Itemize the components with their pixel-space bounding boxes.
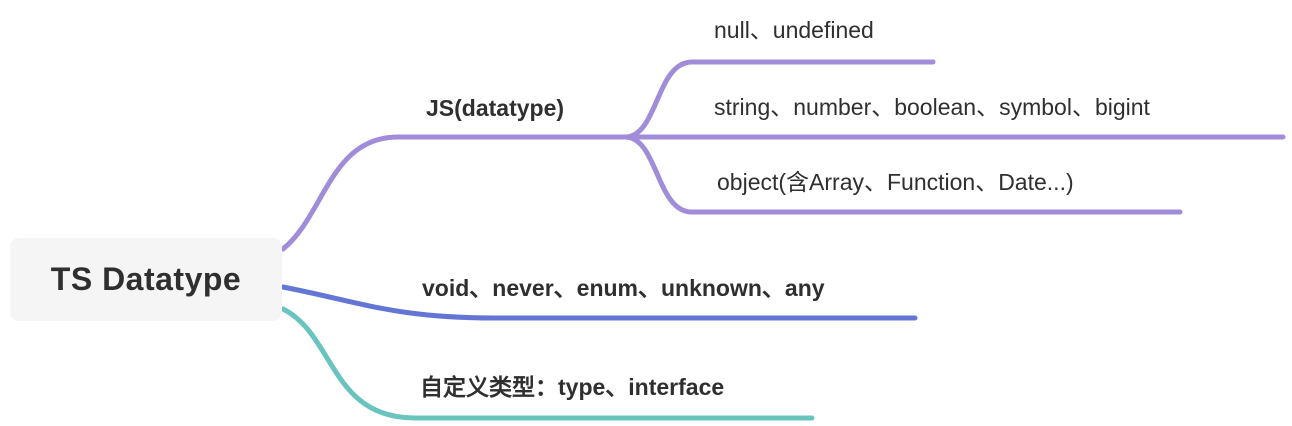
leaf-node-null-undefined[interactable]: null、undefined [714, 17, 874, 43]
branch-node-js-datatype[interactable]: JS(datatype) [426, 95, 565, 121]
root-node-ts-datatype[interactable]: TS Datatype [10, 238, 282, 321]
connector-root-to-custom [280, 306, 815, 421]
root-node-label: TS Datatype [50, 261, 242, 297]
branch-node-custom-types[interactable]: 自定义类型：type、interface [420, 374, 725, 400]
leaf-node-object[interactable]: object(含Array、Function、Date...) [717, 169, 1074, 195]
leaf-node-string-number-boolean-symbol-bigint[interactable]: string、number、boolean、symbol、bigint [714, 94, 1150, 120]
branch-node-void-never-enum-unknown-any[interactable]: void、never、enum、unknown、any [422, 275, 825, 301]
